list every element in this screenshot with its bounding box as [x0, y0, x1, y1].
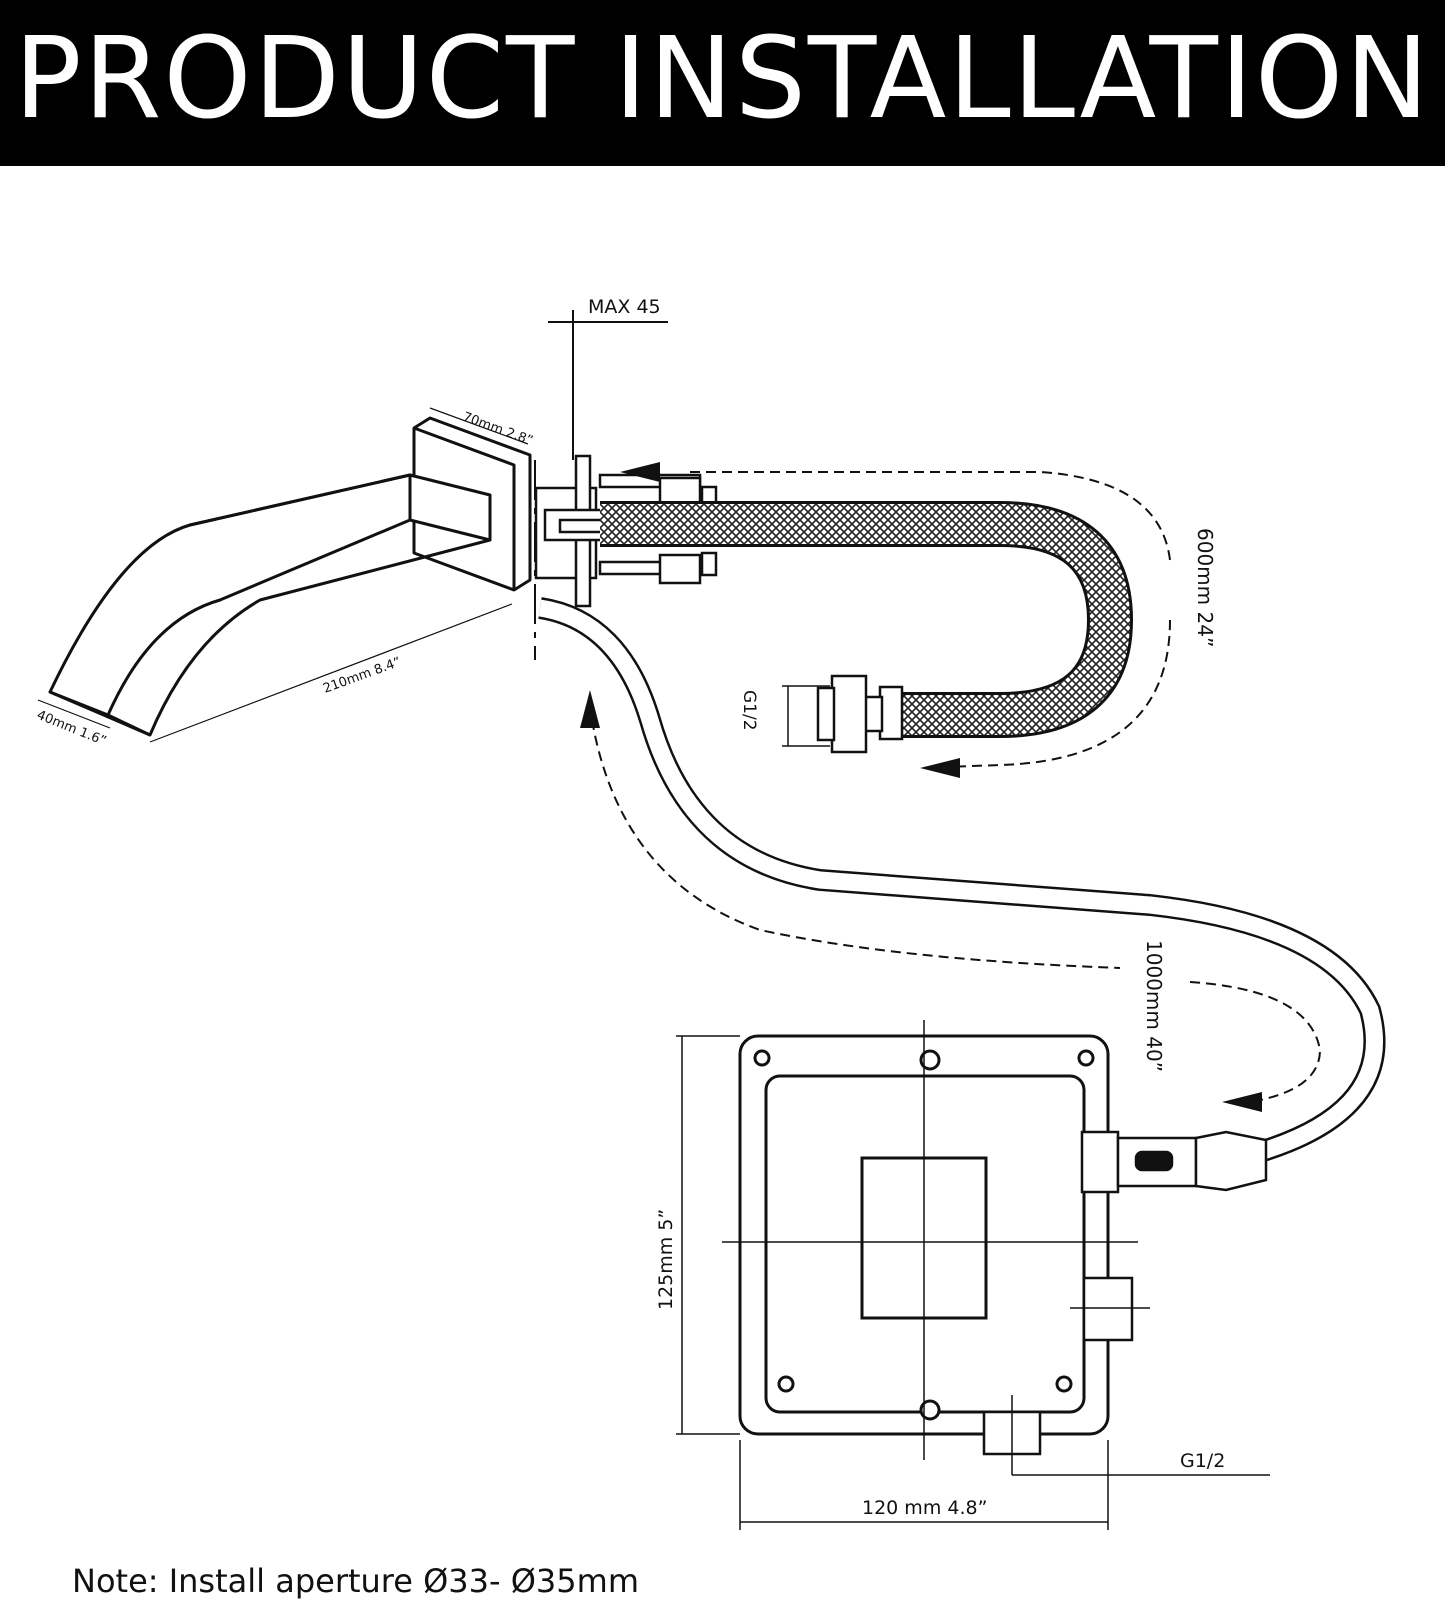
outlet-thread-label: G1/2: [1180, 1450, 1225, 1472]
hose-thread-label: G1/2: [739, 690, 759, 731]
hose-length-arrow: [690, 471, 1171, 769]
spout-width-label: 40mm 1.6”: [35, 708, 109, 749]
cable-length-label: 1000mm 40”: [1142, 940, 1166, 1072]
cable-length-arrow: [591, 719, 1322, 1103]
title-banner: PRODUCT INSTALLATION: [0, 0, 1445, 166]
hose-thread-dimension: [782, 685, 830, 747]
cable-connector: [1080, 1130, 1268, 1194]
box-dimension-lines: [676, 1035, 1270, 1530]
spout: [48, 416, 532, 737]
box-height-label: 125mm 5”: [655, 1209, 677, 1310]
hose-length-label: 600mm 24”: [1193, 528, 1217, 647]
cable-arrow-head-top: [580, 690, 600, 728]
hose-arrow-head-bottom: [920, 758, 960, 778]
max-thickness-label: MAX 45: [588, 296, 661, 318]
outlet-ports: [982, 1276, 1150, 1475]
control-box-centerlines: [722, 1020, 1138, 1460]
installation-note: Note: Install aperture Ø33- Ø35mm: [72, 1562, 639, 1600]
page-title: PRODUCT INSTALLATION: [14, 14, 1431, 144]
hose-arrow-head-top: [620, 462, 660, 482]
hose-end-fitting: [816, 674, 904, 754]
cable-arrow-head-bottom: [1222, 1092, 1262, 1112]
spout-dimension-lines: [37, 407, 529, 743]
box-width-label: 120 mm 4.8”: [862, 1497, 987, 1519]
